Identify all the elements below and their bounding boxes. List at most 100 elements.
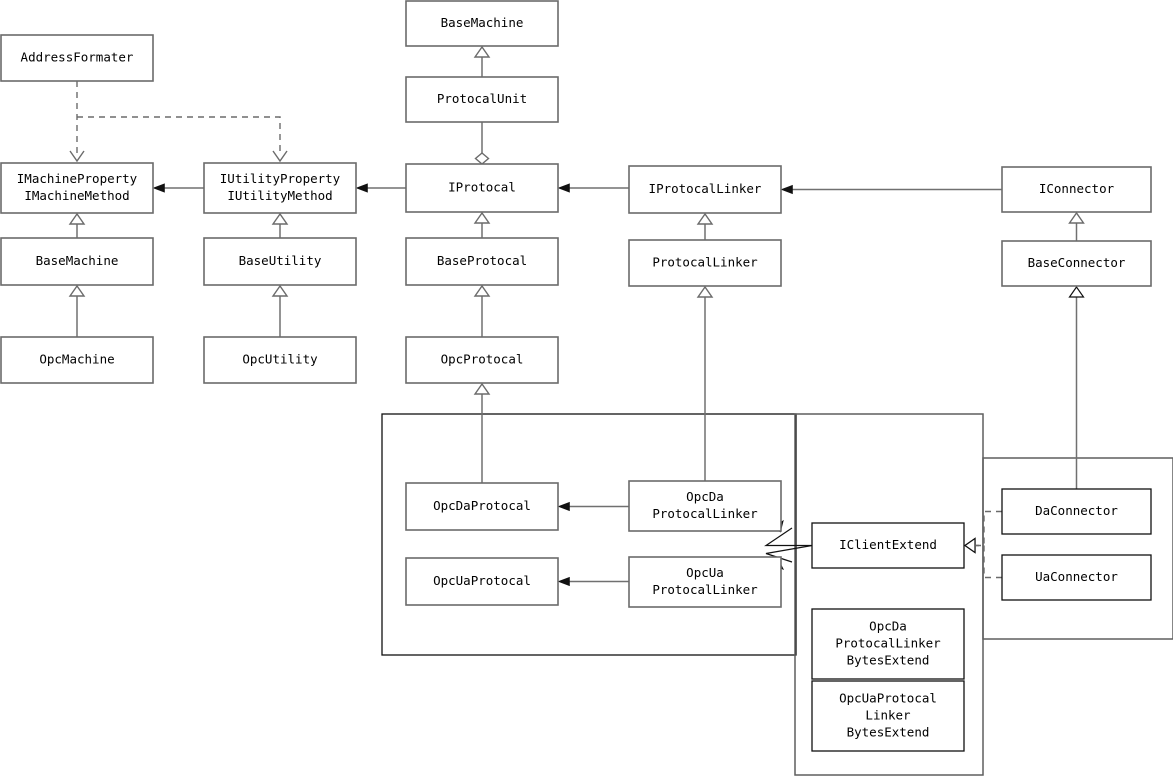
inheritance-arrowhead: [473, 45, 491, 58]
class-name-label: ProtocalUnit: [437, 91, 527, 106]
class-box-rect[interactable]: [0, 162, 154, 214]
class-name-label: OpcUaProtocal: [839, 691, 937, 706]
aggregation-diamond: [474, 152, 490, 165]
relationship-addressformater-to-iutility: [77, 116, 281, 153]
class-name-label: Linker: [865, 708, 911, 723]
inheritance-arrowhead: [473, 382, 491, 395]
class-box-rect[interactable]: [628, 556, 782, 608]
class-name-label: UaConnector: [1035, 569, 1118, 584]
association-arrowhead: [152, 183, 165, 193]
inheritance-arrowhead: [473, 211, 491, 224]
group-frames-layer: [381, 413, 1173, 776]
relationship-iclientextend-to-opcualinker: [765, 544, 813, 563]
class-box-rect[interactable]: [405, 482, 559, 531]
class-box-rect[interactable]: [203, 336, 357, 384]
class-box-iclient-extend[interactable]: IClientExtend: [811, 522, 965, 569]
class-box-da-connector[interactable]: DaConnector: [1001, 488, 1152, 535]
class-name-label: IMachineProperty: [17, 171, 138, 186]
class-box-base-machine-left[interactable]: BaseMachine: [0, 237, 154, 286]
relationship-iclientextend-to-opcdalinker: [764, 527, 812, 547]
class-name-label: IClientExtend: [839, 537, 937, 552]
class-box-rect[interactable]: [1001, 554, 1152, 601]
class-name-label: IProtocalLinker: [649, 181, 762, 196]
class-box-iconnector[interactable]: IConnector: [1001, 166, 1152, 213]
group-frame-protocal-group: [381, 413, 797, 656]
class-box-opc-da-protocal[interactable]: OpcDaProtocal: [405, 482, 559, 531]
class-box-rect[interactable]: [405, 163, 559, 213]
dependency-arrowhead: [69, 150, 85, 163]
class-box-rect[interactable]: [0, 336, 154, 384]
inheritance-arrowhead: [68, 212, 86, 225]
class-box-address-formater[interactable]: AddressFormater: [0, 34, 154, 82]
class-box-base-utility[interactable]: BaseUtility: [203, 237, 357, 286]
class-box-opc-ua-protocal[interactable]: OpcUaProtocal: [405, 557, 559, 606]
association-arrowhead: [557, 183, 570, 193]
class-box-rect[interactable]: [811, 522, 965, 569]
class-box-rect[interactable]: [405, 557, 559, 606]
class-box-rect[interactable]: [405, 76, 559, 123]
association-arrowhead: [780, 184, 793, 195]
class-box-rect[interactable]: [1001, 166, 1152, 213]
class-box-base-connector[interactable]: BaseConnector: [1001, 240, 1152, 287]
class-box-iprotocal-linker[interactable]: IProtocalLinker: [628, 165, 782, 214]
class-name-label: ProtocalLinker: [652, 506, 758, 521]
class-box-rect[interactable]: [811, 680, 965, 752]
class-box-rect[interactable]: [0, 237, 154, 286]
class-name-label: ProtocalLinker: [652, 255, 758, 270]
class-box-rect[interactable]: [0, 34, 154, 82]
class-box-rect[interactable]: [405, 0, 559, 47]
class-name-label: OpcUaProtocal: [433, 573, 531, 588]
class-name-label: OpcDa: [869, 619, 907, 634]
class-box-rect[interactable]: [628, 165, 782, 214]
class-name-label: IProtocal: [448, 180, 516, 195]
inheritance-arrowhead: [963, 537, 976, 554]
relationship-daconnector-to-iclientextend: [976, 510, 1002, 547]
class-box-opc-utility[interactable]: OpcUtility: [203, 336, 357, 384]
inheritance-arrowhead: [271, 212, 289, 225]
class-name-label: ProtocalLinker: [835, 636, 941, 651]
class-box-opc-machine[interactable]: OpcMachine: [0, 336, 154, 384]
class-name-label: BaseConnector: [1028, 255, 1126, 270]
association-arrowhead: [355, 183, 368, 193]
class-name-label: OpcDaProtocal: [433, 498, 531, 513]
dependency-arrowhead: [272, 150, 288, 163]
class-box-rect[interactable]: [203, 237, 357, 286]
class-box-rect[interactable]: [628, 239, 782, 287]
class-box-rect[interactable]: [811, 608, 965, 680]
class-name-label: BaseProtocal: [437, 253, 527, 268]
class-box-base-protocal[interactable]: BaseProtocal: [405, 237, 559, 286]
inheritance-arrowhead: [1068, 285, 1085, 298]
association-arrowhead: [557, 576, 570, 587]
association-arrowhead: [557, 501, 570, 512]
class-name-label: BytesExtend: [847, 653, 930, 668]
class-box-rect[interactable]: [1001, 240, 1152, 287]
class-name-label: OpcUtility: [242, 352, 318, 367]
class-box-protocal-unit[interactable]: ProtocalUnit: [405, 76, 559, 123]
class-box-rect[interactable]: [405, 237, 559, 286]
relationships-layer: [68, 45, 1085, 587]
class-box-rect[interactable]: [405, 336, 559, 384]
class-box-protocal-linker[interactable]: ProtocalLinker: [628, 239, 782, 287]
class-box-opc-protocal[interactable]: OpcProtocal: [405, 336, 559, 384]
class-name-label: IConnector: [1039, 181, 1115, 196]
class-name-label: OpcProtocal: [441, 352, 524, 367]
inheritance-arrowhead: [473, 284, 491, 297]
class-box-iprotocal[interactable]: IProtocal: [405, 163, 559, 213]
class-box-rect[interactable]: [1001, 488, 1152, 535]
group-frame-connector-group: [982, 457, 1173, 640]
class-box-base-machine-top[interactable]: BaseMachine: [405, 0, 559, 47]
class-name-label: IUtilityProperty: [220, 171, 341, 186]
class-name-label: DaConnector: [1035, 503, 1118, 518]
class-box-ua-connector[interactable]: UaConnector: [1001, 554, 1152, 601]
class-box-rect[interactable]: [203, 162, 357, 214]
class-box-rect[interactable]: [628, 480, 782, 532]
class-name-label: IUtilityMethod: [227, 188, 332, 203]
relationship-uaconnector-to-iclientextend: [976, 544, 1002, 579]
